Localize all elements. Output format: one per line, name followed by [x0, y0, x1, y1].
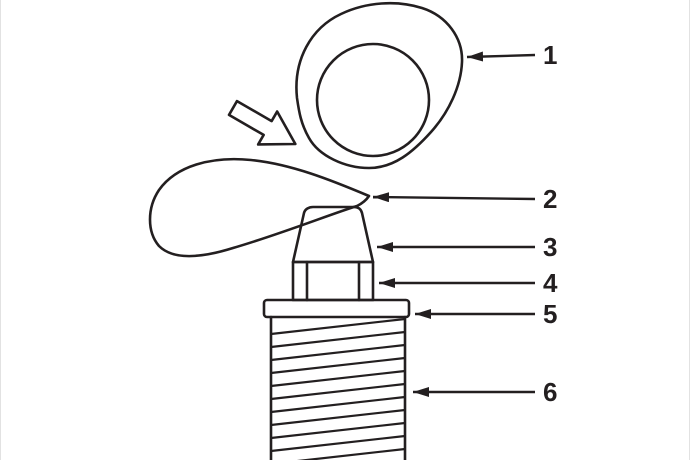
- callout-1: 1: [466, 40, 557, 70]
- collar-band: [291, 260, 375, 302]
- press-direction-arrow-icon: [227, 99, 297, 146]
- callout-3: 3: [377, 232, 557, 262]
- callout-4: 4: [379, 268, 558, 298]
- thread-lines: [270, 317, 406, 460]
- pull-ring-inner-circle: [315, 42, 431, 158]
- callout-6: 6: [413, 377, 557, 407]
- callout-label-3: 3: [543, 232, 557, 262]
- callout-label-6: 6: [543, 377, 557, 407]
- callout-label-1: 1: [543, 40, 557, 70]
- callout-label-4: 4: [543, 268, 558, 298]
- pull-ring-outer-outline: [295, 1, 464, 170]
- lever-strap: [148, 157, 371, 258]
- threaded-cylinder: [269, 315, 407, 460]
- pull-ring: [295, 1, 464, 170]
- callout-5: 5: [415, 299, 557, 329]
- callout-label-2: 2: [543, 184, 557, 214]
- flange-plate: [262, 298, 411, 319]
- callout-2: 2: [372, 184, 557, 214]
- callout-arrow-1: [466, 51, 536, 62]
- callout-label-5: 5: [543, 299, 557, 329]
- callout-arrow-2: [372, 192, 536, 203]
